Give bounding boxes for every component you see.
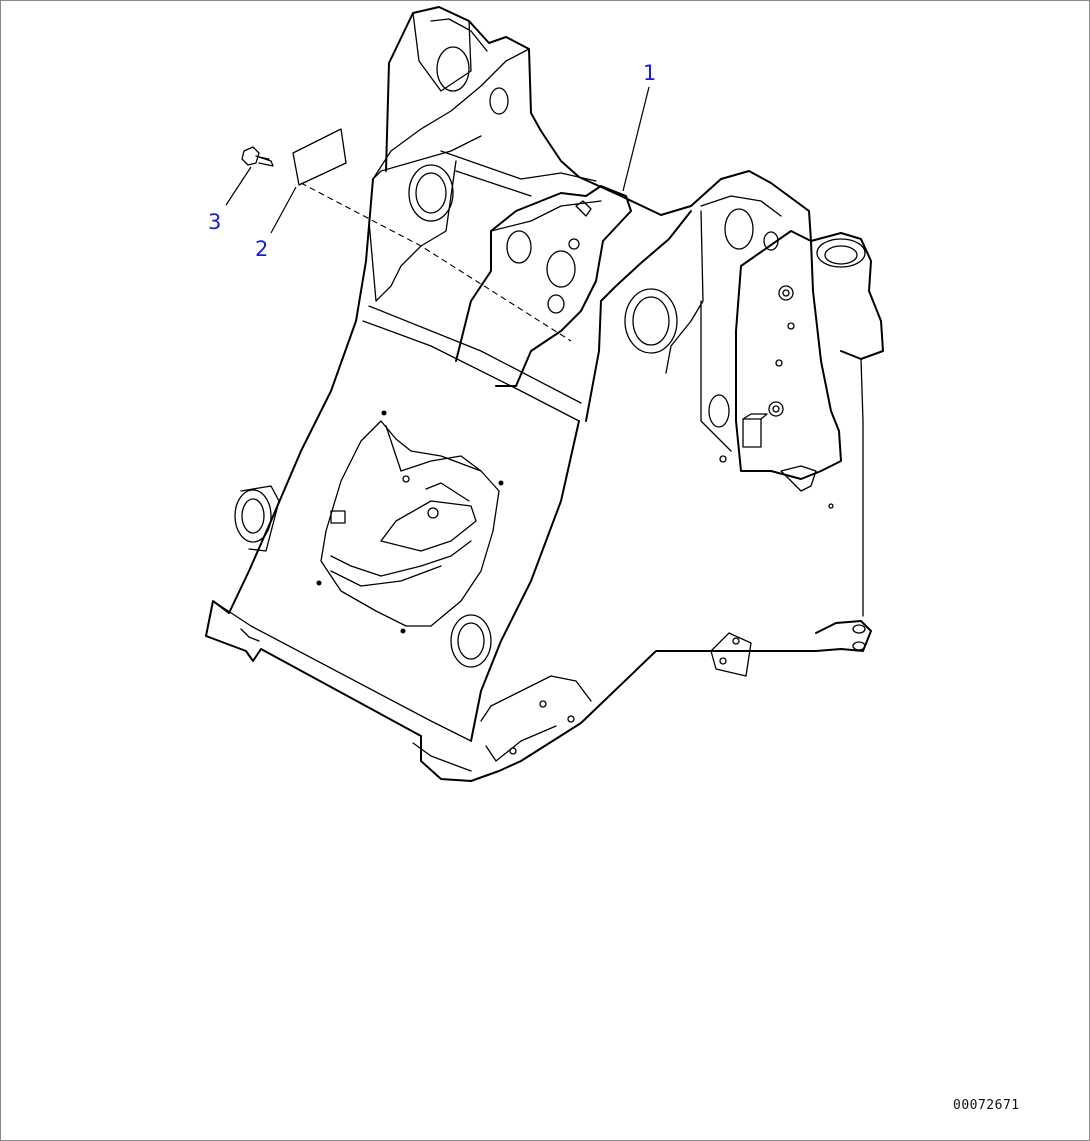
leader-2 — [270, 186, 297, 234]
callout-1: 1 — [643, 61, 657, 85]
plate-icon — [292, 128, 347, 186]
callout-2: 2 — [255, 237, 269, 261]
leader-3 — [225, 166, 252, 206]
drawing-reference-number: 00072671 — [953, 1098, 1020, 1113]
bolt-icon — [241, 146, 274, 167]
leader-1 — [622, 86, 650, 192]
assembly-line — [300, 182, 572, 342]
front-frame-icon — [205, 6, 884, 782]
callout-3: 3 — [208, 210, 222, 234]
